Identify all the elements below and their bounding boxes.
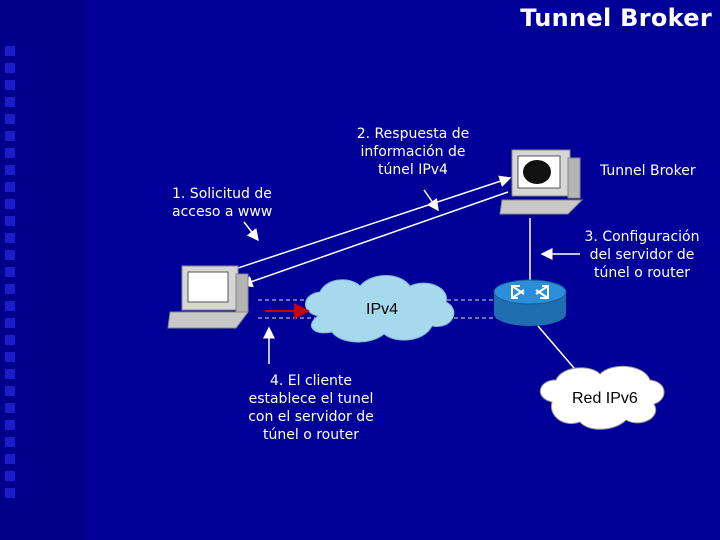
ipv4-cloud-icon (305, 275, 455, 343)
client-computer-icon (167, 265, 249, 329)
broker-label: Tunnel Broker (600, 163, 696, 179)
slide-title: Tunnel Broker (520, 4, 712, 32)
step4-label: 4. El cliente establece el tunel con el … (248, 373, 374, 443)
ipv6-cloud-icon (540, 365, 665, 430)
ipv4-cloud-label: IPv4 (366, 301, 399, 318)
left-sidebar-band (0, 0, 86, 540)
broker-computer-icon (499, 149, 584, 215)
ipv6-cloud-label: Red IPv6 (572, 390, 638, 407)
step1-pointer (243, 221, 259, 242)
sidebar-decoration (2, 46, 20, 505)
step3-label: 3. Configuración del servidor de túnel o… (584, 229, 700, 281)
request-arrow (231, 175, 512, 271)
step2-label: 2. Respuesta de información de túnel IPv… (356, 126, 470, 178)
response-arrow (240, 191, 509, 288)
step1-label: 1. Solicitud de acceso a www (172, 186, 273, 220)
step2-pointer (423, 189, 439, 212)
router-icon (493, 279, 567, 326)
